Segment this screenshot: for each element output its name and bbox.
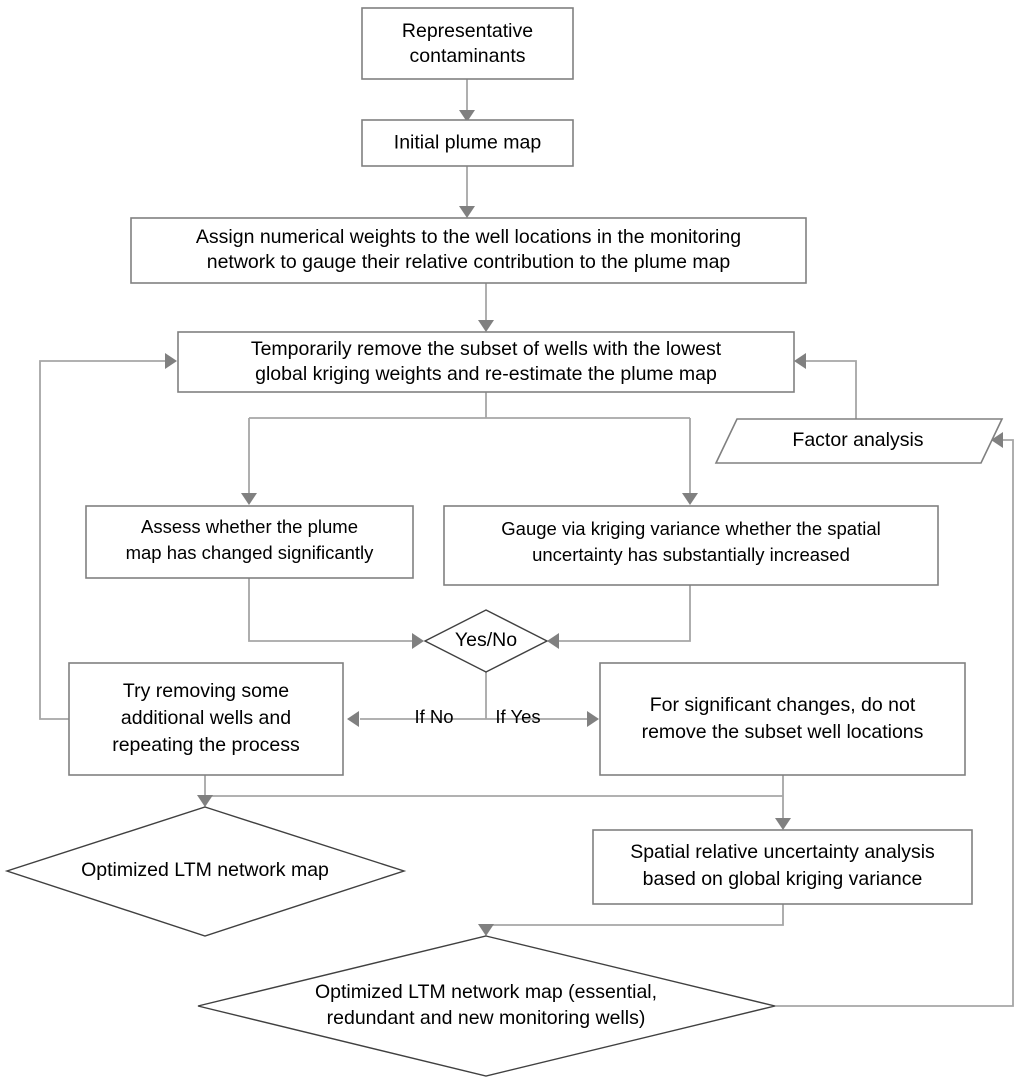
node-label-optimized-ltm-final-line2: redundant and new monitoring wells) [327, 1007, 646, 1029]
edge-assess-to-decision [248, 578, 424, 649]
node-label-gauge-kriging-variance-line1: Gauge via kriging variance whether the s… [501, 518, 880, 539]
node-assign-weights[interactable]: Assign numerical weights to the well loc… [130, 217, 807, 284]
edge-spatial-analysis-to-final-map [478, 904, 784, 936]
edge-try-removing-feedback-loop [39, 353, 177, 720]
node-label-try-removing-more-line2: additional wells and [121, 707, 291, 729]
edge-label-if-no: If No [414, 706, 453, 727]
node-label-optimized-ltm-network-map: Optimized LTM network map [81, 859, 329, 881]
node-try-removing-more[interactable]: Try removing some additional wells and r… [68, 662, 344, 776]
node-label-temporarily-remove-line1: Temporarily remove the subset of wells w… [251, 338, 722, 360]
node-temporarily-remove[interactable]: Temporarily remove the subset of wells w… [177, 331, 795, 393]
edge-factor-analysis-to-temporarily-remove [794, 353, 857, 419]
edge-decision-branches [347, 672, 599, 727]
node-gauge-kriging-variance[interactable]: Gauge via kriging variance whether the s… [443, 505, 939, 586]
edge-temporarily-remove-split [241, 392, 698, 505]
node-label-factor-analysis: Factor analysis [792, 429, 923, 451]
edge-final-map-to-factor-analysis [775, 432, 1014, 1007]
node-label-assign-weights-line1: Assign numerical weights to the well loc… [196, 226, 741, 248]
node-label-yes-no-decision: Yes/No [455, 629, 517, 651]
edge-plume-map-to-assign-weights [459, 166, 475, 218]
node-optimized-ltm-network-map[interactable]: Optimized LTM network map [4, 806, 407, 937]
node-label-spatial-relative-uncertainty-line2: based on global kriging variance [643, 868, 923, 890]
node-optimized-ltm-network-map-final[interactable]: Optimized LTM network map (essential, re… [197, 935, 776, 1077]
node-label-assess-plume-change-line2: map has changed significantly [126, 542, 375, 563]
node-label-temporarily-remove-line2: global kriging weights and re-estimate t… [255, 363, 717, 385]
node-label-assign-weights-line2: network to gauge their relative contribu… [207, 251, 731, 273]
node-label-representative-contaminants-line1: Representative [402, 20, 533, 42]
node-do-not-remove-subset[interactable]: For significant changes, do not remove t… [599, 662, 966, 776]
node-factor-analysis[interactable]: Factor analysis [714, 418, 1004, 464]
node-label-do-not-remove-subset-line2: remove the subset well locations [642, 721, 924, 743]
node-label-gauge-kriging-variance-line2: uncertainty has substantially increased [532, 544, 850, 565]
edge-gauge-to-decision [547, 585, 691, 649]
node-assess-plume-change[interactable]: Assess whether the plume map has changed… [85, 505, 414, 579]
node-label-try-removing-more-line3: repeating the process [112, 734, 300, 756]
node-label-assess-plume-change-line1: Assess whether the plume [141, 516, 358, 537]
node-label-do-not-remove-subset-line1: For significant changes, do not [650, 694, 916, 716]
node-label-optimized-ltm-final-line1: Optimized LTM network map (essential, [315, 981, 657, 1003]
edge-do-not-remove-to-spatial-analysis [775, 775, 791, 830]
edge-label-if-yes: If Yes [495, 706, 540, 727]
edge-assign-weights-to-temporarily-remove [478, 283, 494, 332]
edge-try-removing-to-optimized-map [197, 775, 783, 807]
node-label-try-removing-more-line1: Try removing some [123, 680, 289, 702]
node-initial-plume-map[interactable]: Initial plume map [361, 119, 574, 167]
node-yes-no-decision[interactable]: Yes/No [423, 609, 549, 673]
node-label-representative-contaminants-line2: contaminants [410, 45, 526, 67]
node-representative-contaminants[interactable]: Representative contaminants [361, 7, 574, 80]
node-spatial-relative-uncertainty[interactable]: Spatial relative uncertainty analysis ba… [592, 829, 973, 905]
node-label-spatial-relative-uncertainty-line1: Spatial relative uncertainty analysis [630, 841, 935, 863]
edge-contaminants-to-plume-map [459, 79, 475, 122]
node-label-initial-plume-map: Initial plume map [394, 132, 542, 154]
